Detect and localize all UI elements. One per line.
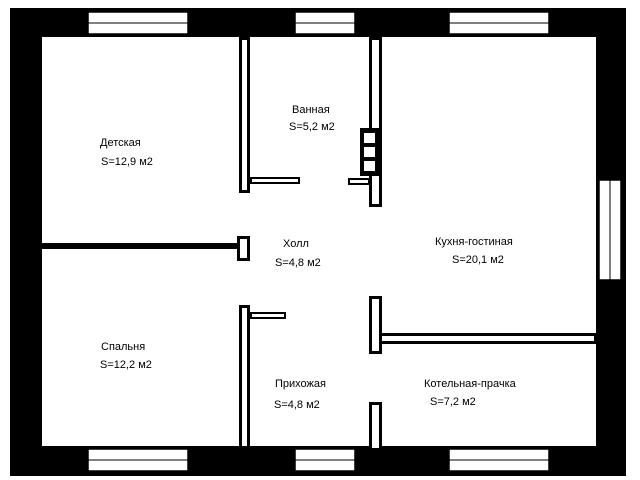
room-name-vannaya: Ванная xyxy=(292,104,330,116)
vent-shaft-1 xyxy=(364,133,375,143)
interior-walls xyxy=(42,37,596,448)
room-area-detskaya: S=12,9 м2 xyxy=(101,156,153,168)
wall-bath-left-inner xyxy=(242,40,247,190)
wall-entry-left-inner xyxy=(242,308,247,446)
room-area-kotelnaya: S=7,2 м2 xyxy=(430,396,476,408)
wall-kotelnaya-left-lower-inner xyxy=(372,405,379,448)
room-name-spalnya: Спальня xyxy=(101,341,145,353)
vent-shafts xyxy=(360,128,380,176)
windows xyxy=(87,11,622,472)
room-area-spalnya: S=12,2 м2 xyxy=(100,359,152,371)
room-name-prikhozhaya: Прихожая xyxy=(275,378,326,390)
room-area-vannaya: S=5,2 м2 xyxy=(289,121,335,133)
room-area-kukhnya: S=20,1 м2 xyxy=(452,254,504,266)
wall-detskaya-spalnya xyxy=(42,243,238,249)
room-name-kukhnya: Кухня-гостиная xyxy=(435,236,513,248)
room-name-kholl: Холл xyxy=(283,238,309,250)
wall-entry-top-stub-inner xyxy=(252,314,284,317)
wall-hall-post-inner xyxy=(240,239,247,258)
room-name-detskaya: Детская xyxy=(100,137,141,149)
window-glass-lines xyxy=(88,22,611,461)
vent-shaft-2 xyxy=(364,147,375,157)
wall-bath-right-inner xyxy=(372,40,379,204)
vent-shaft-3 xyxy=(364,161,375,171)
room-name-kotelnaya: Котельная-прачка xyxy=(424,378,517,390)
wall-kitchen-kotelnaya-inner xyxy=(382,336,594,341)
room-area-kholl: S=4,8 м2 xyxy=(275,257,321,269)
wall-bath-bottom-stub-inner xyxy=(252,179,298,182)
room-labels: Детская S=12,9 м2 Ванная S=5,2 м2 Кухня-… xyxy=(100,104,517,411)
room-area-prikhozhaya: S=4,8 м2 xyxy=(274,399,320,411)
wall-kotelnaya-left-upper-inner xyxy=(372,299,379,351)
wall-bath-right-stub-inner xyxy=(350,180,368,183)
